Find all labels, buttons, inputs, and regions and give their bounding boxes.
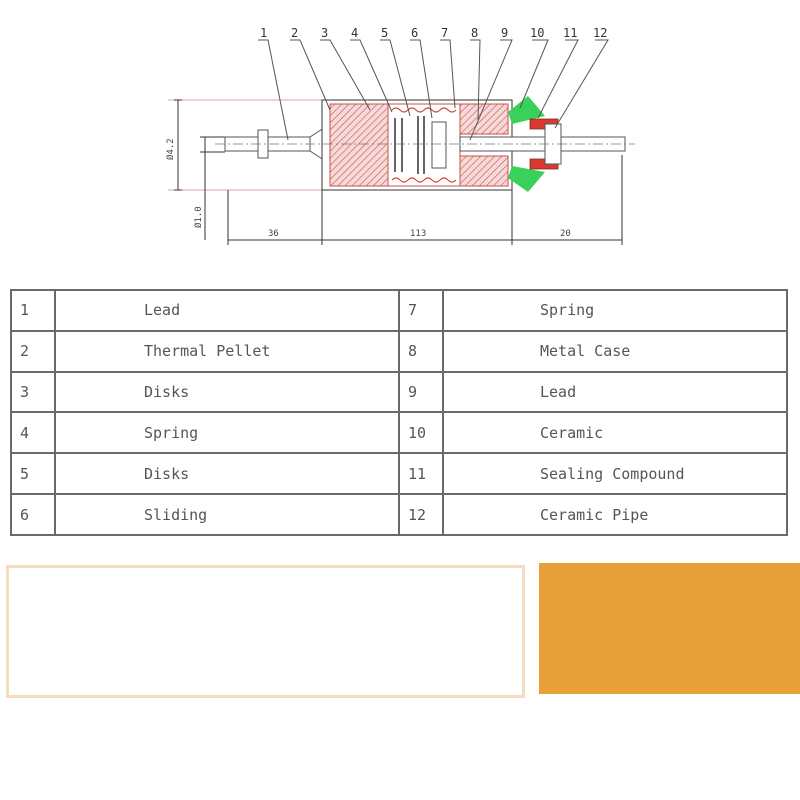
table-row: 6 Sliding 12 Ceramic Pipe xyxy=(10,493,788,536)
part-number: 3 xyxy=(10,370,56,414)
parts-table: 1 Lead 7 Spring 2 Thermal Pellet 8 Metal… xyxy=(10,289,788,536)
part-name: Disks xyxy=(54,370,400,414)
internal-disks xyxy=(394,116,447,174)
part-name: Lead xyxy=(54,289,400,332)
callout-10: 10 xyxy=(530,26,544,40)
callout-2: 2 xyxy=(291,26,298,40)
callout-9: 9 xyxy=(501,26,508,40)
dimension-diameter-body: Ø4.2 xyxy=(165,138,176,160)
part-number: 11 xyxy=(398,452,444,496)
outlined-panel xyxy=(6,565,525,698)
table-row: 4 Spring 10 Ceramic xyxy=(10,411,788,455)
part-name: Spring xyxy=(442,289,788,332)
part-name: Disks xyxy=(54,452,400,496)
part-name: Spring xyxy=(54,411,400,455)
table-row: 5 Disks 11 Sealing Compound xyxy=(10,452,788,496)
part-name: Metal Case xyxy=(442,329,788,373)
accent-panel xyxy=(539,563,800,694)
part-number: 2 xyxy=(10,329,56,373)
diameter-dimension-body xyxy=(174,99,182,191)
part-name: Ceramic Pipe xyxy=(442,493,788,536)
callout-11: 11 xyxy=(563,26,577,40)
dimension-middle: 113 xyxy=(410,229,426,239)
internal-springs xyxy=(391,107,457,183)
part-name: Sealing Compound xyxy=(442,452,788,496)
callout-3: 3 xyxy=(321,26,328,40)
part-name: Ceramic xyxy=(442,411,788,455)
callout-7: 7 xyxy=(441,26,448,40)
callout-4: 4 xyxy=(351,26,358,40)
part-number: 4 xyxy=(10,411,56,455)
callout-6: 6 xyxy=(411,26,418,40)
callout-leaders xyxy=(258,39,609,141)
part-number: 7 xyxy=(398,289,444,332)
part-number: 8 xyxy=(398,329,444,373)
callout-1: 1 xyxy=(260,26,267,40)
callout-8: 8 xyxy=(471,26,478,40)
extension-lines xyxy=(168,99,330,191)
part-number: 12 xyxy=(398,493,444,536)
part-number: 10 xyxy=(398,411,444,455)
part-name: Sliding xyxy=(54,493,400,536)
table-row: 1 Lead 7 Spring xyxy=(10,289,788,332)
callout-numbers: 1 2 3 4 5 6 7 8 9 10 11 12 xyxy=(260,26,607,40)
ceramic xyxy=(508,96,545,192)
callout-12: 12 xyxy=(593,26,607,40)
part-name: Lead xyxy=(442,370,788,414)
dimension-left: 36 xyxy=(268,229,279,239)
part-number: 9 xyxy=(398,370,444,414)
part-number: 6 xyxy=(10,493,56,536)
dimension-right: 20 xyxy=(560,229,571,239)
diameter-dimension-lead xyxy=(200,136,225,240)
thermal-fuse-diagram: 1 2 3 4 5 6 7 8 9 10 11 12 36 113 20 Ø4.… xyxy=(165,26,635,245)
table-row: 3 Disks 9 Lead xyxy=(10,370,788,414)
part-number: 1 xyxy=(10,289,56,332)
dimension-diameter-lead: Ø1.0 xyxy=(193,206,204,228)
part-name: Thermal Pellet xyxy=(54,329,400,373)
table-row: 2 Thermal Pellet 8 Metal Case xyxy=(10,329,788,373)
length-dimensions xyxy=(227,155,623,245)
part-number: 5 xyxy=(10,452,56,496)
callout-5: 5 xyxy=(381,26,388,40)
